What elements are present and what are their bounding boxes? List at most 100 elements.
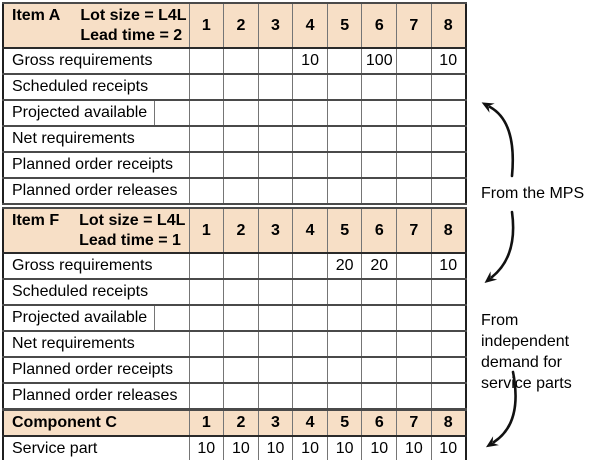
period-cell: [257, 125, 294, 153]
period-cell: [257, 278, 294, 306]
period-cell: 10: [430, 252, 467, 280]
table-row: Scheduled receipts: [2, 278, 467, 306]
period-cell: [292, 382, 328, 410]
period-cell: 10: [292, 435, 328, 460]
period-cell: [292, 151, 328, 179]
table-row: Net requirements: [2, 330, 467, 358]
row-label-text: Projected available: [12, 104, 148, 121]
row-label: Gross requirements: [2, 252, 190, 280]
note-from-mps: From the MPS: [481, 185, 585, 202]
item-f-table: Item F Lot size = L4L Lead time = 1 1 2 …: [2, 207, 467, 410]
row-label: Net requirements: [2, 125, 190, 153]
period-header: 5: [326, 207, 363, 254]
row-label-text: Projected available: [12, 309, 148, 326]
period-header: 1: [188, 207, 225, 254]
curved-arrow-to-item-f: [484, 210, 515, 284]
item-f-header-row: Item F Lot size = L4L Lead time = 1 1 2 …: [2, 207, 467, 254]
period-header: 5: [326, 2, 363, 49]
period-header: 7: [396, 409, 432, 437]
period-cell: [326, 177, 363, 205]
period-header: 4: [292, 409, 328, 437]
item-a-title: Item A: [12, 6, 61, 24]
period-cell: [188, 125, 225, 153]
period-cell: 10: [361, 435, 398, 460]
period-header: 3: [257, 409, 294, 437]
period-cell: [257, 47, 294, 75]
period-cell: [292, 177, 328, 205]
period-cell: [223, 278, 259, 306]
period-cell: [257, 252, 294, 280]
period-cell: [326, 73, 363, 101]
period-cell: [326, 47, 363, 75]
period-cell: 10: [396, 435, 432, 460]
period-cell: [396, 151, 432, 179]
note-line: From independent: [481, 312, 570, 350]
period-cell: [292, 356, 328, 384]
period-cell: [430, 125, 467, 153]
period-cell: [188, 177, 225, 205]
period-cell: [257, 304, 294, 332]
row-label: Net requirements: [2, 330, 190, 358]
period-header: 2: [223, 207, 259, 254]
table-row: Projected available: [2, 304, 467, 332]
component-c-table: Component C 1 2 3 4 5 6 7 8 Service part…: [2, 409, 467, 460]
period-cell: [292, 73, 328, 101]
period-cell: [223, 252, 259, 280]
period-cell: [223, 304, 259, 332]
period-cell: [430, 278, 467, 306]
period-cell: [396, 99, 432, 127]
period-cell: [396, 177, 432, 205]
item-a-header-label-cell: Item A Lot size = L4L Lead time = 2: [2, 2, 190, 49]
table-row: Planned order receipts: [2, 151, 467, 179]
period-cell: [292, 278, 328, 306]
period-header: 5: [326, 409, 363, 437]
period-cell: 20: [361, 252, 398, 280]
period-header: 6: [361, 2, 398, 49]
period-cell: [396, 356, 432, 384]
period-header: 1: [188, 2, 225, 49]
period-cell: [292, 125, 328, 153]
note-line: service parts: [481, 375, 572, 392]
period-cell: [188, 73, 225, 101]
row-label: Scheduled receipts: [2, 278, 190, 306]
period-cell: [326, 125, 363, 153]
table-row: Gross requirements 20 20 10: [2, 252, 467, 280]
period-header: 3: [257, 2, 294, 49]
period-cell: [188, 330, 225, 358]
period-header: 2: [223, 409, 259, 437]
period-cell: 10: [326, 435, 363, 460]
period-cell: [188, 356, 225, 384]
table-row: Net requirements: [2, 125, 467, 153]
period-cell: [430, 73, 467, 101]
period-cell: [257, 382, 294, 410]
row-label: Scheduled receipts: [2, 73, 190, 101]
period-cell: [396, 125, 432, 153]
period-cell: [430, 382, 467, 410]
row-label: Gross requirements: [2, 47, 190, 75]
item-a-table: Item A Lot size = L4L Lead time = 2 1 2 …: [2, 2, 467, 205]
period-cell: [361, 330, 398, 358]
period-cell: [292, 252, 328, 280]
item-a-lead-time: Lead time = 2: [80, 26, 183, 44]
period-cell: 100: [361, 47, 398, 75]
period-cell: [292, 304, 328, 332]
period-cell: [361, 73, 398, 101]
row-label: Planned order releases: [2, 382, 190, 410]
item-a-header-row: Item A Lot size = L4L Lead time = 2 1 2 …: [2, 2, 467, 49]
period-cell: [223, 177, 259, 205]
period-cell: [223, 99, 259, 127]
period-cell: [430, 151, 467, 179]
period-cell: [361, 99, 398, 127]
period-cell: [361, 304, 398, 332]
period-cell: [396, 304, 432, 332]
period-header: 3: [257, 207, 294, 254]
period-cell: [223, 330, 259, 358]
period-cell: [292, 330, 328, 358]
period-cell: [292, 99, 328, 127]
component-c-title: Component C: [2, 409, 190, 437]
period-cell: 10: [430, 47, 467, 75]
period-header: 4: [292, 207, 328, 254]
table-row: Gross requirements 10 100 10: [2, 47, 467, 75]
period-cell: [430, 356, 467, 384]
period-cell: [326, 356, 363, 384]
